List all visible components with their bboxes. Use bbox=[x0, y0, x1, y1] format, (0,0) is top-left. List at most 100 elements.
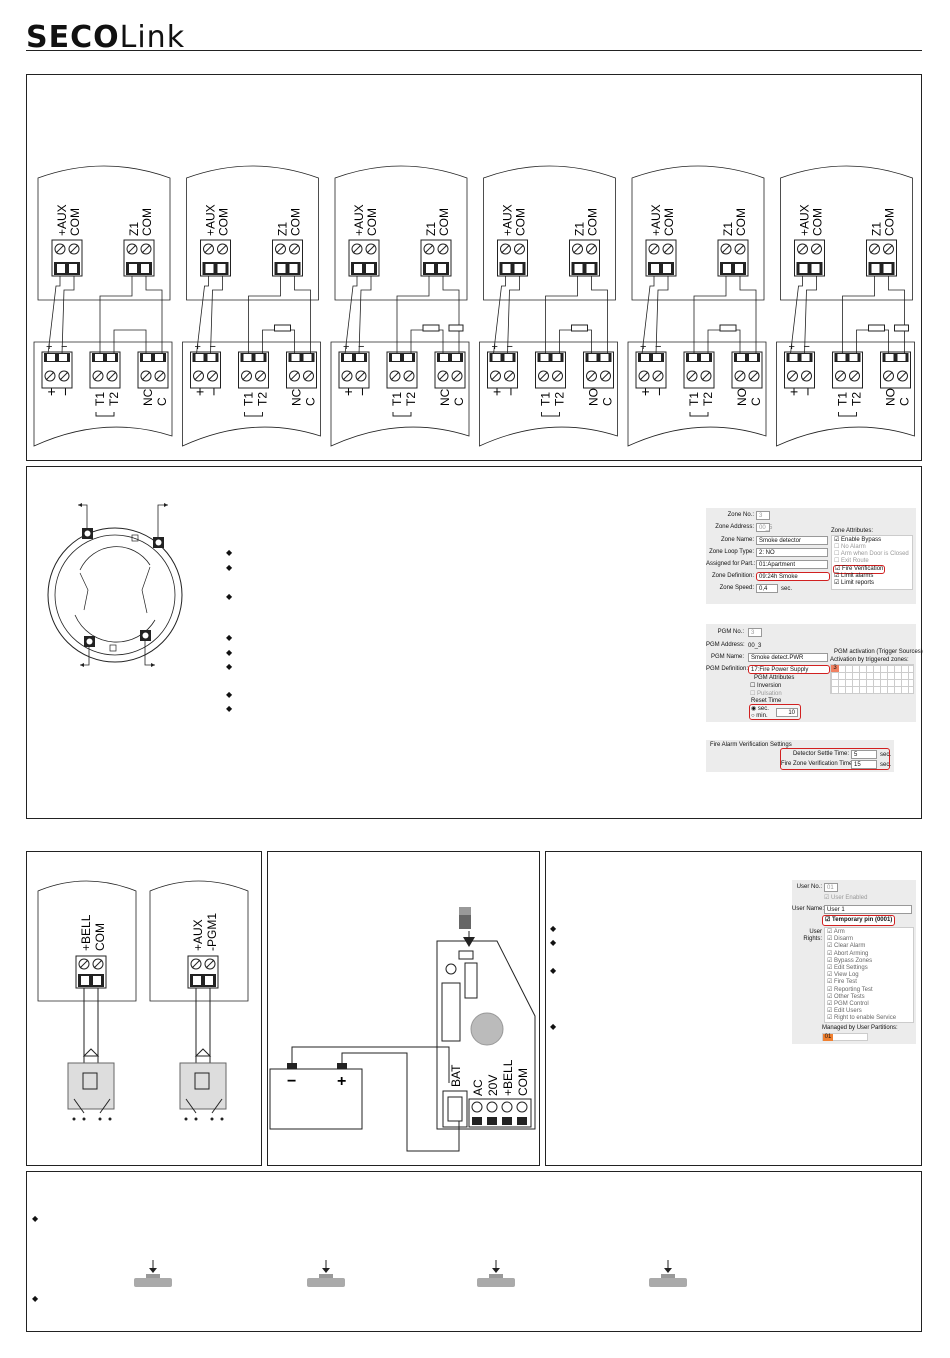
user-enabled-checkbox[interactable]: ☑ User Enabled bbox=[824, 895, 868, 901]
partition-grid: 01 bbox=[822, 1033, 868, 1041]
reset-sec-radio[interactable]: ◉ sec. bbox=[751, 706, 769, 712]
pgm-attributes-title: PGM Attributes bbox=[754, 675, 795, 681]
bullet-marker: ◆ bbox=[226, 704, 233, 713]
plus-label: + bbox=[340, 388, 356, 396]
out2-label: C bbox=[304, 397, 318, 406]
user-right-checkbox[interactable]: ☑ Edit Settings bbox=[827, 965, 868, 971]
user-right-checkbox[interactable]: ☑ Clear Alarm bbox=[827, 943, 866, 950]
pgm-definition-select[interactable]: 17:Fire Power Supply bbox=[748, 665, 830, 674]
pgm-activation-title: PGM activation (Trigger Sources) bbox=[834, 649, 923, 655]
minus-label: − bbox=[354, 388, 370, 396]
minus-marker: − bbox=[358, 341, 364, 353]
user-right-checkbox[interactable]: ☑ Arm bbox=[827, 929, 845, 935]
attr-enable-bypass[interactable]: ☑ Enable Bypass bbox=[834, 537, 882, 543]
verify-unit: sec. bbox=[880, 762, 892, 768]
reset-time-field[interactable]: 10 bbox=[776, 708, 798, 717]
t2-label: T2 bbox=[701, 392, 715, 406]
pgm-no-field[interactable]: 3 bbox=[748, 628, 762, 637]
user-rights-list: ☑ Arm☑ Disarm☑ Clear Alarm☑ Abort Arming… bbox=[824, 927, 914, 1023]
battery-plus-label: + bbox=[337, 1073, 346, 1090]
pgm-settings-window: PGM No.: 3 PGM Address: 00_3 PGM Name: S… bbox=[706, 624, 923, 722]
user-right-checkbox[interactable]: ☑ Right to enable Service bbox=[827, 1015, 897, 1022]
assigned-select[interactable]: 01:Apartment bbox=[756, 560, 828, 569]
zone-loop-select[interactable]: 2: NO bbox=[756, 548, 828, 557]
managed-partitions-label: Managed by User Partitions: bbox=[822, 1025, 898, 1031]
button-press-icon bbox=[307, 1260, 345, 1287]
out1-label: NC bbox=[438, 388, 452, 406]
detector-base-drawing bbox=[47, 503, 183, 667]
t1-label: T1 bbox=[390, 392, 404, 406]
com-label: COM bbox=[68, 208, 82, 236]
user-right-checkbox[interactable]: ☑ Disarm bbox=[827, 936, 854, 943]
out1-label: NO bbox=[884, 388, 898, 406]
activation-zone-cell[interactable]: 3 bbox=[831, 665, 839, 672]
out1-label: NO bbox=[735, 388, 749, 406]
plus-label: + bbox=[192, 388, 208, 396]
bullet-marker: ◆ bbox=[226, 648, 233, 657]
user-right-checkbox[interactable]: ☑ Bypass Zones bbox=[827, 957, 873, 964]
bullet-marker: ◆ bbox=[226, 548, 233, 557]
t2-label: T2 bbox=[256, 392, 270, 406]
aux-label: +AUX bbox=[798, 204, 812, 236]
relay-left bbox=[67, 988, 115, 1114]
attr-fire-verification[interactable]: ☑ Fire Verification bbox=[833, 565, 886, 574]
zone-no-label: Zone No.: bbox=[727, 512, 754, 518]
com-label: COM bbox=[289, 208, 303, 236]
t1-label: T1 bbox=[836, 392, 850, 406]
zone-no-field[interactable]: 3 bbox=[756, 511, 770, 520]
user-name-field[interactable]: User 1 bbox=[824, 905, 912, 914]
user-right-checkbox[interactable]: ☑ Abort Arming bbox=[827, 950, 869, 957]
pgm-inversion-checkbox[interactable]: ☐ Inversion bbox=[750, 683, 782, 689]
zone-name-field[interactable]: Smoke detector bbox=[756, 536, 828, 545]
zone-definition-select[interactable]: 09:24h Smoke bbox=[756, 572, 830, 581]
out1-label: NC bbox=[141, 388, 155, 406]
battery-diagram: − + BAT AC 20V +BELL COM bbox=[269, 907, 536, 1152]
user-right-checkbox[interactable]: ☑ Other Tests bbox=[827, 993, 865, 1000]
verify-time-select[interactable]: 15 bbox=[851, 760, 877, 769]
pgm-pulsation-checkbox[interactable]: ☐ Pulsation bbox=[750, 691, 782, 697]
fire-verification-title: Fire Alarm Verification Settings bbox=[710, 742, 792, 748]
partition-cell[interactable]: 01 bbox=[823, 1034, 833, 1041]
activation-zone-grid[interactable]: 3 bbox=[830, 664, 914, 694]
bullet-marker: ◆ bbox=[32, 1214, 39, 1223]
attr-no-alarm[interactable]: ☐ No Alarm bbox=[834, 544, 866, 550]
zone-speed-label: Zone Speed: bbox=[719, 585, 754, 591]
attr-limit-reports[interactable]: ☑ Limit reports bbox=[834, 580, 875, 586]
t1-label: T1 bbox=[539, 392, 553, 406]
zone-speed-select[interactable]: 0,4 bbox=[756, 584, 778, 593]
bullet-marker: ◆ bbox=[550, 966, 557, 975]
user-right-checkbox[interactable]: ☑ PGM Control bbox=[827, 1001, 869, 1007]
plus-label: + bbox=[637, 388, 653, 396]
user-right-checkbox[interactable]: ☑ Edit Users bbox=[827, 1008, 862, 1015]
attr-exit-route[interactable]: ☐ Exit Route bbox=[834, 558, 869, 564]
bell-wiring-diagram: +BELL COM +AUX -PGM1 bbox=[37, 880, 249, 1121]
user-right-checkbox[interactable]: ☑ View Log bbox=[827, 972, 859, 979]
attr-limit-alarms[interactable]: ☑ Limit alarms bbox=[834, 573, 874, 579]
minus-marker: − bbox=[655, 341, 661, 353]
out2-label: C bbox=[749, 397, 763, 406]
reset-min-radio[interactable]: ○ min. bbox=[751, 713, 768, 719]
bullet-marker: ◆ bbox=[550, 1022, 557, 1031]
bell-plus-terminal-label: +BELL bbox=[501, 1059, 515, 1096]
attr-arm-door[interactable]: ☐ Arm when Door is Closed bbox=[834, 551, 909, 557]
t1-label: T1 bbox=[687, 392, 701, 406]
t2-label: T2 bbox=[850, 392, 864, 406]
settle-time-select[interactable]: 5 bbox=[851, 750, 877, 759]
plus-label: + bbox=[43, 388, 59, 396]
battery-minus-label: − bbox=[287, 1073, 296, 1090]
temporary-pin-checkbox[interactable]: ☑ Temporary pin (0001) bbox=[822, 915, 896, 926]
user-no-field[interactable]: 01 bbox=[824, 883, 838, 892]
z1-label: Z1 bbox=[573, 222, 587, 236]
bell-com-label: COM bbox=[93, 923, 107, 951]
bullet-marker: ◆ bbox=[550, 938, 557, 947]
t1-label: T1 bbox=[242, 392, 256, 406]
minus-label: − bbox=[206, 388, 222, 396]
user-right-checkbox[interactable]: ☑ Fire Test bbox=[827, 979, 857, 986]
user-right-checkbox[interactable]: ☑ Reporting Test bbox=[827, 986, 873, 993]
user-name-label: User Name: bbox=[792, 906, 825, 912]
zone-address-field[interactable]: 00_5 bbox=[756, 523, 772, 532]
minus-marker: − bbox=[804, 341, 810, 353]
pgm-name-field[interactable]: Smoke detect.PWR bbox=[748, 653, 828, 662]
